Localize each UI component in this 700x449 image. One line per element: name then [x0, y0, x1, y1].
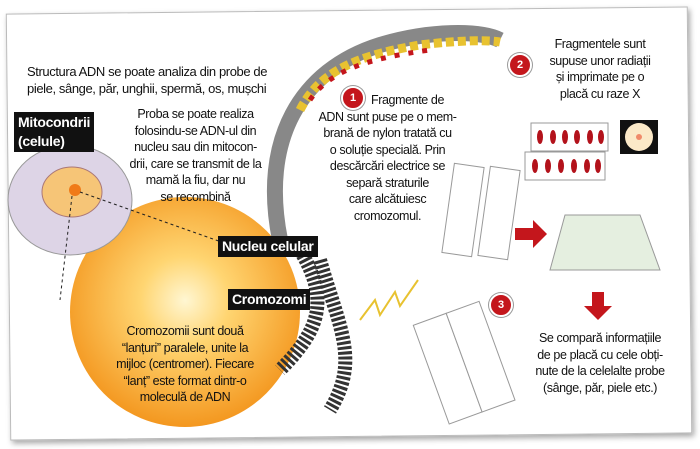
label-line: (celule) — [18, 133, 65, 149]
proba-text: Proba se poate realiza folosindu-se ADN-… — [118, 106, 273, 205]
xray-plates — [524, 120, 658, 181]
text-line: placă cu raze X — [559, 86, 641, 101]
text-line: folosindu-se ADN-ul din — [134, 123, 257, 138]
text-line: Fragmentele sunt — [554, 37, 646, 51]
text-line: nute de la celelalte probe — [535, 364, 665, 378]
intro-line: Structura ADN se poate analiza din probe… — [27, 64, 268, 79]
intro-text: Structura ADN se poate analiza din probe… — [27, 64, 267, 97]
arrow-right-icon — [515, 220, 547, 248]
text-line: drii, care se transmit de la — [129, 156, 262, 171]
text-line: descărcări electrice se — [329, 159, 446, 173]
step-1-text: Fragmente de ADN sunt puse pe o mem- bra… — [305, 92, 470, 224]
text-line: supuse unor radiații — [549, 53, 651, 68]
text-line: nucleu sau din mitocon- — [134, 140, 257, 154]
text-line: Se compară informațiile — [538, 331, 662, 345]
text-line: cromozomul. — [353, 208, 422, 223]
label-nucleu: Nucleu celular — [218, 236, 318, 257]
text-line: care alcătuiesc — [348, 192, 427, 206]
text-line: mijloc (centromer). Fiecare — [116, 357, 254, 371]
text-line: separă straturile — [346, 175, 429, 190]
membrane-strips — [441, 162, 521, 261]
step-1-badge: 1 — [341, 86, 365, 110]
text-line: se recombină — [160, 189, 231, 204]
text-line: ADN sunt puse pe o mem- — [318, 109, 457, 124]
text-line: moleculă de ADN — [139, 390, 231, 404]
text-line: (sânge, păr, piele etc.) — [542, 380, 658, 395]
text-line: “lanț” este format dintr-o — [123, 373, 247, 388]
intro-line: piele, sânge, păr, unghii, spermă, os, m… — [27, 80, 267, 96]
step-2-badge: 2 — [508, 53, 532, 77]
text-line: o soluție specială. Prin — [329, 142, 446, 157]
zigzag-arrow — [359, 279, 419, 321]
dashed-line — [59, 191, 231, 301]
label-line: Mitocondrii — [18, 114, 91, 130]
comparison-strips — [412, 300, 516, 425]
cromozomii-text: Cromozomii sunt două “lanțuri” paralele,… — [100, 323, 270, 406]
text-line: Fragmente de — [370, 93, 445, 107]
label-mitocondrii: Mitocondrii (celule) — [14, 112, 95, 152]
text-line: brană de nylon tratată cu — [323, 126, 452, 140]
text-line: “lanțuri” paralele, unite la — [121, 340, 249, 355]
text-line: mamă la fiu, dar nu — [145, 173, 246, 187]
arrow-down-icon — [584, 292, 612, 320]
gel-tray — [549, 214, 661, 271]
text-line: Cromozomii sunt două — [126, 324, 244, 338]
chromosome — [275, 246, 353, 414]
text-line: și imprimate pe o — [555, 70, 645, 84]
label-cromozomi: Cromozomi — [228, 289, 311, 310]
text-line: de pe placă cu cele obți- — [537, 347, 663, 362]
step-3-text: Se compară informațiile de pe placă cu c… — [520, 330, 680, 396]
text-line: Proba se poate realiza — [137, 107, 254, 121]
step-2-text: Fragmentele sunt supuse unor radiații și… — [530, 36, 670, 102]
dna-helix — [266, 25, 504, 242]
step-3-badge: 3 — [489, 293, 513, 317]
